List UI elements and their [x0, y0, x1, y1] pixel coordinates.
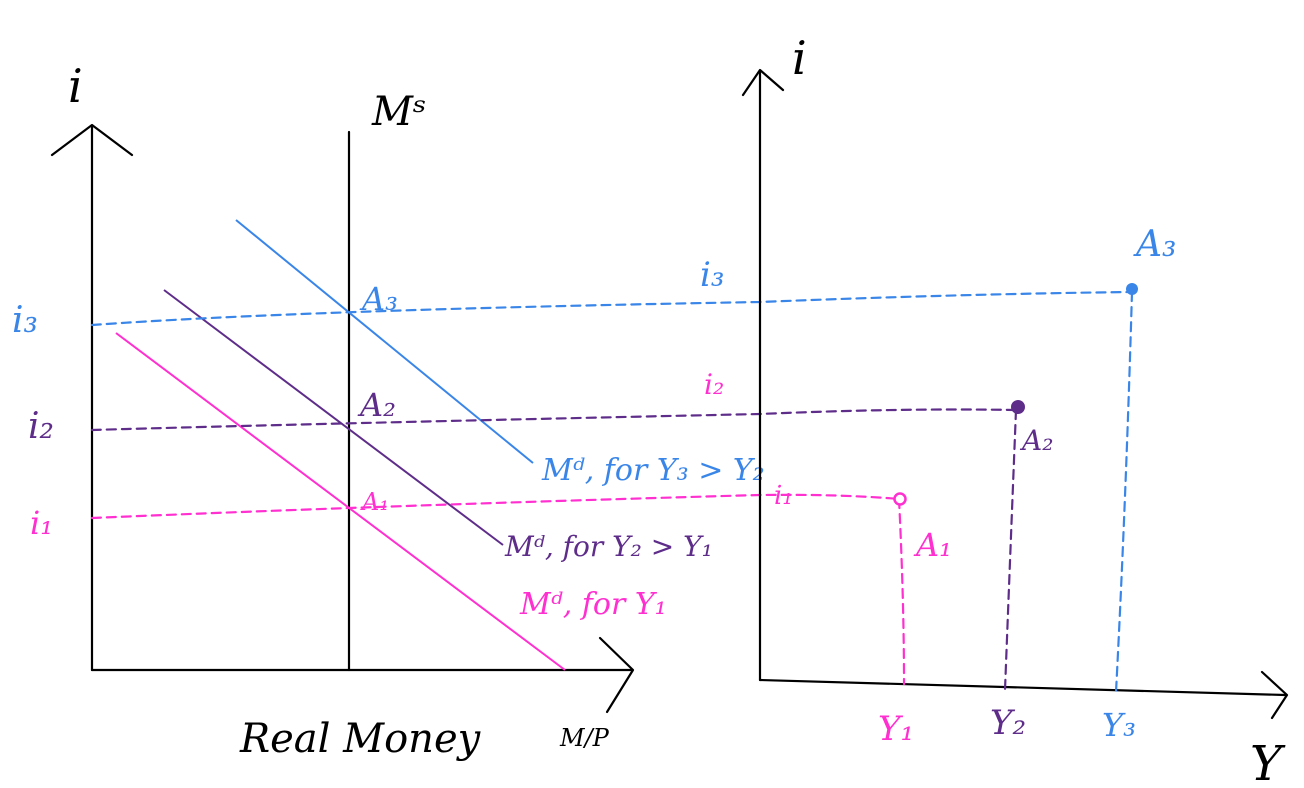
lm-point-a1 [893, 492, 907, 506]
output-label-y3: Y₃ [1102, 706, 1136, 744]
output-line-y3 [1114, 290, 1134, 694]
right-x-axis-arrowhead [1260, 670, 1289, 720]
lm-panel: i i₃ i₂ i₁ A₃ A₂ A₁ Y₁ Y₂ Y₃ Y [700, 31, 1289, 788]
left-y-axis-arrowhead [50, 123, 134, 157]
right-point-label-a2: A₂ [1019, 424, 1053, 457]
demand-label-y2: Mᵈ, for Y₂ > Y₁ [504, 530, 713, 563]
left-rate-label-i3: i₃ [12, 300, 38, 341]
right-rate-label-i3: i₃ [700, 255, 725, 295]
left-y-axis-label: i [68, 59, 83, 113]
output-line-y2 [1003, 408, 1018, 692]
left-x-axis-label: Real Money [239, 716, 482, 762]
right-point-label-a1: A₁ [913, 526, 952, 564]
output-label-y1: Y₁ [878, 709, 914, 749]
right-rate-label-i1: i₁ [774, 481, 793, 511]
right-y-axis-label: i [792, 31, 807, 85]
money-market-panel: i Mˢ i₃ i₂ i₁ A₃ A₂ A₁ Mᵈ, for Y₃ > Y₂ M… [12, 59, 1134, 762]
rate-line-i3 [90, 290, 1134, 327]
rate-line-i1 [90, 493, 901, 520]
lm-point-a3 [1126, 283, 1138, 295]
left-point-label-a2: A₂ [357, 386, 396, 424]
right-point-label-a3: A₃ [1133, 224, 1176, 265]
money-demand-curve-y1 [115, 332, 566, 671]
output-label-y2: Y₂ [990, 703, 1026, 743]
demand-label-y3: Mᵈ, for Y₃ > Y₂ [541, 453, 765, 488]
money-demand-curve-y3 [235, 219, 534, 464]
demand-label-y1: Mᵈ, for Y₁ [519, 587, 667, 622]
output-line-y1 [897, 497, 906, 686]
left-x-axis-arrowhead [598, 636, 635, 714]
right-rate-label-i2: i₂ [704, 368, 724, 401]
left-rate-label-i2: i₂ [28, 406, 54, 447]
rate-line-i2 [90, 408, 1018, 432]
left-point-label-a3: A₃ [359, 280, 398, 318]
supply-label: Mˢ [371, 89, 426, 135]
right-x-axis [758, 678, 1287, 697]
left-rate-label-i1: i₁ [30, 504, 53, 542]
left-point-label-a1: A₁ [360, 488, 389, 516]
right-y-axis-arrowhead [741, 68, 785, 97]
money-demand-curve-y2 [163, 289, 504, 546]
right-x-axis-label: Y [1250, 736, 1286, 788]
left-x-axis-unit: M/P [559, 724, 610, 752]
lm-point-a2 [1011, 400, 1025, 414]
